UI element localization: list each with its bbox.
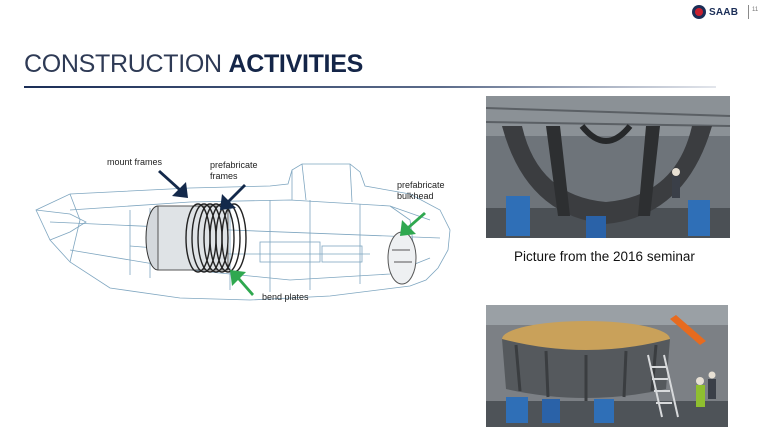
slide-title: CONSTRUCTION ACTIVITIES — [24, 50, 363, 79]
label-bend-plates: bend plates — [262, 292, 309, 302]
arrow-mount-frames-icon — [158, 170, 188, 198]
hull-inner-line — [69, 199, 431, 221]
arrow-prefabricate-bulkhead-icon — [400, 212, 426, 236]
arrow-bend-plates-icon — [230, 270, 254, 296]
label-prefabricate-bulkhead: prefabricate bulkhead — [397, 180, 445, 201]
label-prefabricate-frames: prefabricate frames — [210, 160, 258, 181]
saab-emblem-icon — [692, 5, 706, 19]
photo-caption: Picture from the 2016 seminar — [514, 249, 695, 264]
hull-outline — [35, 163, 451, 301]
arrow-prefabricate-frames-icon — [220, 184, 246, 210]
bow-structure — [69, 193, 81, 263]
saab-logo: SAAB — [692, 4, 742, 20]
photo-bulkhead-assembly — [486, 305, 728, 427]
header-divider — [748, 5, 749, 19]
bulkhead-detail — [392, 249, 412, 263]
frame-ring — [203, 203, 229, 273]
submarine-cutaway-diagram — [35, 163, 451, 301]
bow-structure — [35, 209, 87, 241]
sail-structure — [291, 163, 353, 203]
hull-inner-line — [69, 249, 431, 281]
label-mount-frames: mount frames — [107, 157, 163, 167]
bulkhead — [387, 231, 417, 285]
photo-frame-workshop — [486, 96, 730, 238]
title-underline — [24, 86, 716, 88]
brand-name: SAAB — [709, 6, 739, 18]
hull-section — [157, 205, 229, 271]
title-light: CONSTRUCTION — [24, 50, 229, 78]
interior-compartment — [259, 241, 321, 263]
page-number: 11 — [752, 7, 759, 13]
title-bold: ACTIVITIES — [228, 50, 363, 78]
